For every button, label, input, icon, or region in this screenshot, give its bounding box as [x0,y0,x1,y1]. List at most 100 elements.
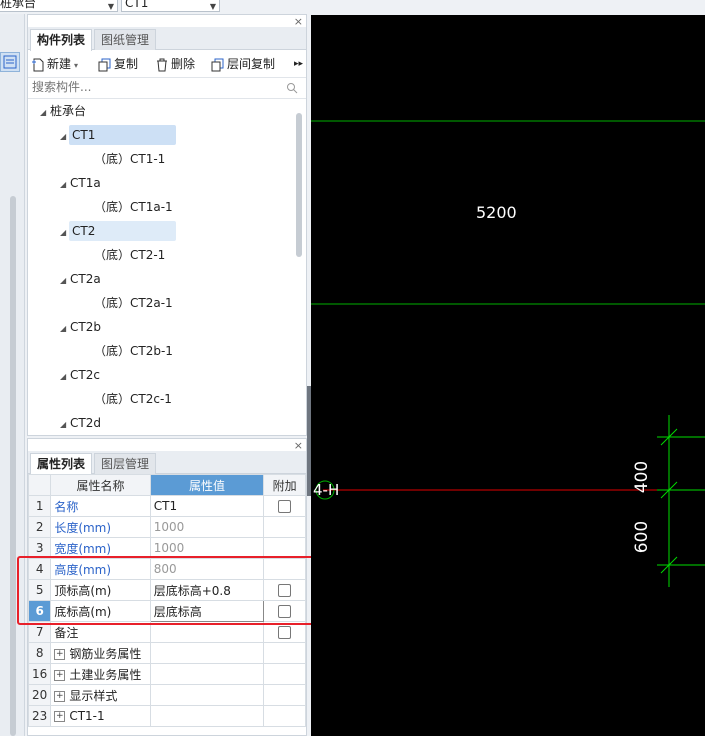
prop-group[interactable]: +土建业务属性 [50,663,151,685]
caret-down-icon[interactable]: ◢ [60,228,67,237]
tab-component-list[interactable]: 构件列表 [30,29,93,51]
splitter-handle[interactable] [307,386,311,496]
drawing-canvas[interactable]: 5200 4-H 400 600 [311,15,705,736]
caret-down-icon[interactable]: ◢ [60,420,67,429]
tree-child[interactable]: （底）CT2c-1 [94,392,172,406]
tree-item-label[interactable]: CT2 [69,221,176,241]
prop-value[interactable]: 1000 [149,537,265,559]
caret-down-icon[interactable]: ◢ [60,276,67,285]
copy-icon [98,58,111,71]
checkbox[interactable] [278,605,292,618]
dim-label-400: 400 [632,460,653,494]
prop-group-label: 显示样式 [69,688,118,703]
tree-item-ct1a[interactable]: ◢ CT1a [60,173,101,193]
left-scrollbar[interactable] [10,196,16,736]
expand-icon[interactable]: + [54,648,66,660]
expand-icon[interactable]: + [54,690,66,702]
table-row[interactable]: 1 名称 CT1 [27,495,306,517]
close-icon[interactable]: × [293,439,303,452]
tree-item-label[interactable]: CT1 [69,125,176,145]
prop-value[interactable]: 1000 [149,516,265,538]
prop-group[interactable]: +显示样式 [50,684,151,706]
caret-down-icon[interactable]: ◢ [60,372,67,381]
header-name[interactable]: 属性名称 [50,474,151,496]
tree-child[interactable]: （底）CT1-1 [94,152,166,166]
copy-button[interactable]: 复制 [98,51,138,77]
cad-drawing[interactable] [311,15,705,736]
prop-group-label: 钢筋业务属性 [69,646,142,661]
dim-slash-mid [660,481,678,499]
prop-value [149,642,265,664]
component-type-select[interactable]: 桩承台 ▼ [0,0,118,12]
table-row-group[interactable]: 23 +CT1-1 [27,705,306,727]
tree-item-ct2a[interactable]: ◢ CT2a [60,269,101,289]
floor-copy-button[interactable]: 层间复制 [211,51,275,77]
tree-item-label: CT1a [69,176,101,190]
caret-down-icon[interactable]: ◢ [60,324,67,333]
row-number: 23 [27,705,52,727]
tree-item-ct2b[interactable]: ◢ CT2b [60,317,101,337]
property-tabs: 属性列表 图层管理 [28,451,306,475]
prop-value[interactable]: 800 [149,558,265,580]
more-tools-button[interactable]: ▸▸ [294,59,304,69]
floor-copy-icon [211,58,224,71]
tree-child[interactable]: （底）CT2-1 [94,248,166,262]
table-row-group[interactable]: 20 +显示样式 [27,684,306,706]
expand-icon[interactable]: + [54,669,66,681]
new-button[interactable]: 新建▾ [31,51,78,77]
prop-group[interactable]: +钢筋业务属性 [50,642,151,664]
delete-button[interactable]: 删除 [155,51,195,77]
property-panel: × 属性列表 图层管理 属性名称 属性值 附加 1 名称 CT1 2 长度(mm… [27,438,307,736]
close-icon[interactable]: × [293,15,303,28]
table-row[interactable]: 2 长度(mm) 1000 [27,516,306,538]
tree-item-ct1[interactable]: ◢ [60,125,66,145]
table-row-group[interactable]: 16 +土建业务属性 [27,663,306,685]
trash-icon [157,58,167,71]
table-row-group[interactable]: 8 +钢筋业务属性 [27,642,306,664]
copy-label: 复制 [114,57,139,71]
tab-property-list[interactable]: 属性列表 [30,453,93,475]
tree-item-ct2[interactable]: ◢ [60,221,66,241]
caret-down-icon[interactable]: ◢ [40,108,47,117]
checkbox[interactable] [278,500,292,513]
axis-bubble [315,480,335,500]
prop-extra [263,663,306,685]
dropdown-icon[interactable]: ▾ [74,61,79,70]
tree-item-ct2c[interactable]: ◢ CT2c [60,365,100,385]
prop-value[interactable]: CT1 [149,495,265,517]
prop-extra [263,495,306,517]
prop-value[interactable]: 层底标高+0.8 [149,579,265,601]
caret-down-icon[interactable]: ◢ [60,132,67,141]
prop-group[interactable]: +CT1-1 [50,705,151,727]
table-row-selected[interactable]: 6 底标高(m) 层底标高 [27,600,306,622]
floor-copy-label: 层间复制 [227,57,276,71]
list-view-icon[interactable] [0,52,20,72]
search-input[interactable] [30,79,284,95]
table-row[interactable]: 4 高度(mm) 800 [27,558,306,580]
header-extra[interactable]: 附加 [263,474,306,496]
prop-extra [263,705,306,727]
caret-down-icon[interactable]: ◢ [60,180,67,189]
prop-value-editor[interactable]: 层底标高 [149,600,265,622]
header-value[interactable]: 属性值 [149,474,265,496]
checkbox[interactable] [278,626,292,639]
expand-icon[interactable]: + [54,711,66,722]
prop-extra [263,684,306,706]
checkbox[interactable] [278,584,292,597]
tree-item-ct2d[interactable]: ◢ CT2d [60,413,101,433]
tree-scrollbar[interactable] [296,113,302,257]
tree-child[interactable]: （底）CT1a-1 [94,200,173,214]
tab-drawing-management[interactable]: 图纸管理 [94,29,157,50]
prop-value [149,705,265,727]
row-number: 6 [27,600,52,622]
tree-root[interactable]: ◢ 桩承台 [40,101,86,121]
row-number: 4 [27,558,52,580]
tree-child[interactable]: （底）CT2a-1 [94,296,173,310]
search-icon[interactable] [286,82,298,94]
component-name-select[interactable]: CT1 ▼ [121,0,220,12]
axis-label: 4-H [313,481,340,499]
tab-layer-management[interactable]: 图层管理 [94,453,157,474]
table-row[interactable]: 3 宽度(mm) 1000 [27,537,306,559]
left-nav-strip [0,14,25,736]
tree-child[interactable]: （底）CT2b-1 [94,344,173,358]
